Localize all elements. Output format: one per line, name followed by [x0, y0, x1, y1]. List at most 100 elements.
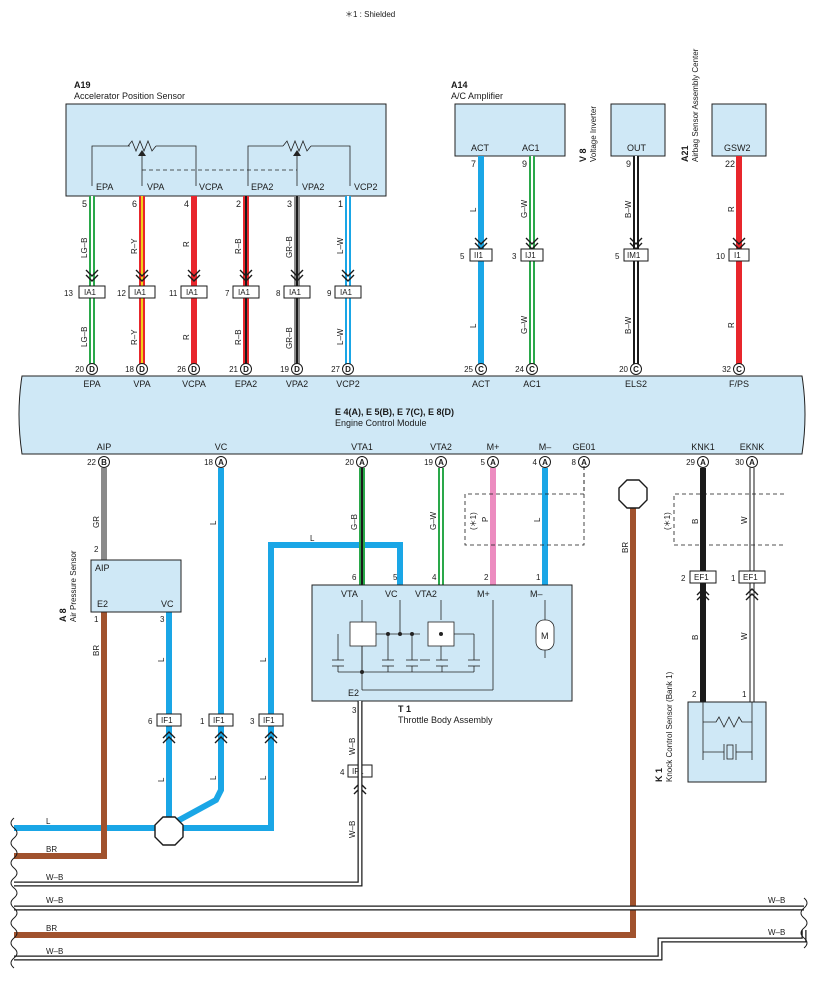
code-vc-l: L: [209, 520, 218, 525]
code-epa2-lower: R–B: [234, 329, 243, 345]
ecm-bottom-pin-name: GE01: [572, 442, 595, 452]
code-knk1-b-lower: B: [691, 635, 700, 640]
t1-name: Throttle Body Assembly: [398, 715, 493, 725]
break-marks: [10, 817, 808, 969]
ecm-bottom-pin-circle: [697, 456, 709, 468]
ecm-top-pin-circle: [342, 363, 354, 375]
t1-pinnum-e2: 3: [352, 706, 357, 715]
code-vta1-gb: G–B: [350, 514, 359, 530]
ecm-bottom-pin-number: 5: [481, 458, 486, 467]
ecm-bottom-pin-conn: A: [700, 458, 706, 467]
if1-connectors: [156, 713, 373, 795]
ecm-bottom-pin-number: 20: [345, 458, 354, 467]
svg-text:8: 8: [276, 289, 281, 298]
splice-point-br: [618, 479, 648, 509]
v8-name: Voltage Inverter: [589, 106, 598, 162]
code-vc-l-lower: L: [209, 775, 218, 780]
inline-connectors-right: [469, 237, 750, 262]
ecm-bottom-pin-name: VTA2: [430, 442, 452, 452]
ecm-top-pin-circle: [630, 363, 642, 375]
svg-text:7: 7: [225, 289, 230, 298]
ecm-bottom-pin-4: A5M+: [481, 442, 499, 468]
ecm-bottom-pin-number: 4: [533, 458, 538, 467]
wire-vc-l: [170, 468, 224, 827]
svg-text:10: 10: [716, 252, 725, 261]
ecm-top-pin-circle: [733, 363, 745, 375]
code-bus-br-2: BR: [46, 924, 57, 933]
ecm-bottom-pin-name: AIP: [97, 442, 112, 452]
a8-code: A 8: [58, 608, 68, 622]
ecm-top-pin-conn: D: [294, 365, 300, 374]
ecm-top-pin-name: VCP2: [336, 379, 360, 389]
ecm-bottom-pin-conn: B: [101, 458, 107, 467]
svg-text:1: 1: [94, 615, 99, 624]
svg-text:1: 1: [731, 574, 736, 583]
code-eknk-w: W: [740, 516, 749, 524]
ecm-top-pin-number: 32: [722, 365, 731, 374]
ecm-top-pin-name: VPA: [133, 379, 150, 389]
a8-name: Air Pressure Sensor: [69, 550, 78, 622]
t1-throttle-body-box: [311, 584, 573, 702]
code-vcpa-lower: R: [182, 334, 191, 340]
v8-pinnum-out: 9: [626, 159, 631, 169]
a14-pinnum-act: 7: [471, 159, 476, 169]
a21-airbag-box: [711, 103, 767, 157]
shield-box-knock: [673, 493, 784, 546]
bus-wb-lines: [14, 905, 807, 961]
ecm-bottom-pins: B22AIPA18VCA20VTA1A19VTA2A5M+A4M–A8GE01A…: [87, 442, 764, 468]
svg-text:6: 6: [148, 717, 153, 726]
a19-pin-epa2: EPA2: [251, 182, 273, 192]
shield-mark-knock: (＊1): [663, 512, 672, 530]
code-bus-wb-2: W–B: [46, 896, 63, 905]
ecm-bottom-pin-conn: A: [490, 458, 496, 467]
conn-ia1-epa: IA1: [84, 288, 97, 297]
code-loop-l-lower: L: [259, 775, 268, 780]
code-vpa-lower: R–Y: [130, 329, 139, 345]
ecm-bottom-pin-number: 22: [87, 458, 96, 467]
svg-text:2: 2: [94, 545, 99, 554]
conn-ia1-vpa: IA1: [134, 288, 147, 297]
ecm-bottom-pin-conn: A: [581, 458, 587, 467]
a19-pin-vpa2: VPA2: [302, 182, 324, 192]
ecm-bottom-pin-circle: [487, 456, 499, 468]
ecm-top-pin-conn: C: [736, 365, 742, 374]
ecm-bottom-pin-number: 29: [686, 458, 695, 467]
a14-pinnum-ac1: 9: [522, 159, 527, 169]
ecm-top-pin-name: EPA: [83, 379, 100, 389]
ef1-connectors: [689, 570, 766, 601]
ecm-top-pin-conn: D: [345, 365, 351, 374]
ecm-top-pin-conn: D: [243, 365, 249, 374]
a14-name: A/C Amplifier: [451, 91, 503, 101]
code-ac1-lower: G–W: [520, 315, 529, 334]
conn-ia1-vcpa: IA1: [186, 288, 199, 297]
svg-text:4: 4: [340, 768, 345, 777]
wire-a8-e2-br: [14, 612, 107, 859]
t1-pinnum-vta2: 4: [432, 573, 437, 582]
a21-pinnum-gsw2: 22: [725, 159, 735, 169]
ecm-top-pin-circle: [475, 363, 487, 375]
k1-knock-sensor-box: [687, 701, 767, 783]
code-fps-upper: R: [727, 206, 736, 212]
a14-pin-ac1: AC1: [522, 143, 540, 153]
t1-pin-mplus: M+: [477, 589, 490, 599]
code-knk1-b: B: [691, 519, 700, 524]
ecm-name: Engine Control Module: [335, 418, 427, 428]
ecm-bottom-pin-name: M–: [539, 442, 552, 452]
code-t1-e2-wb: W–B: [348, 738, 357, 755]
code-t1-e2-wb-lower: W–B: [348, 821, 357, 838]
svg-text:3: 3: [160, 615, 165, 624]
a19-pinnum-vpa: 6: [132, 199, 137, 209]
ecm-bottom-pin-name: VC: [215, 442, 228, 452]
a21-name: Airbag Sensor Assembly Center: [691, 48, 700, 162]
ecm-top-pin-number: 19: [280, 365, 289, 374]
